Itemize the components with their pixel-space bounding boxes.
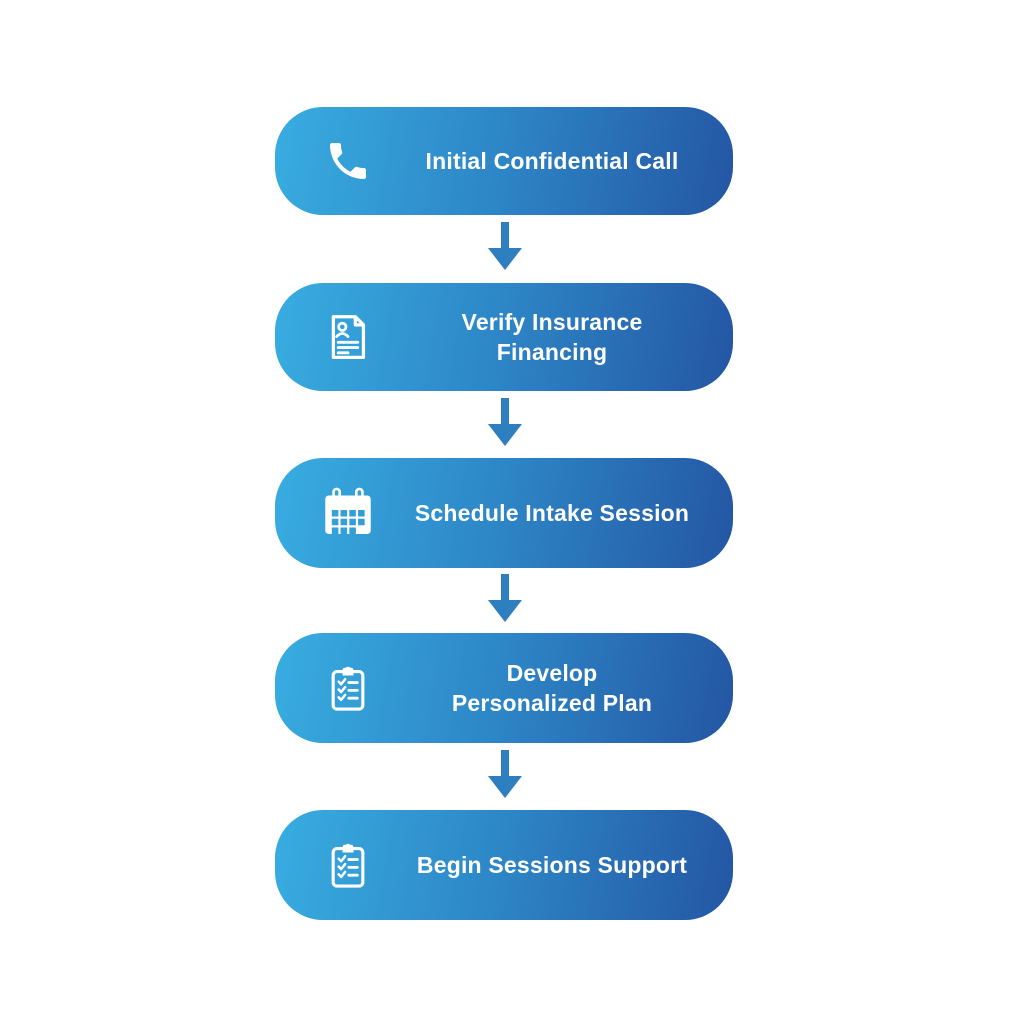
step-label: Begin Sessions Support <box>416 852 688 878</box>
down-arrow-icon <box>488 574 522 622</box>
step-label: Schedule Intake Session <box>414 500 690 526</box>
flow-step-verify-insurance: Verify Insurance Financing <box>275 283 733 391</box>
flow-step-schedule-intake: Schedule Intake Session <box>275 458 733 568</box>
down-arrow-icon <box>488 750 522 798</box>
down-arrow-icon <box>488 398 522 446</box>
clipboard-checklist-icon <box>319 834 377 896</box>
down-arrow-icon <box>488 222 522 270</box>
step-label: Verify Insurance Financing <box>461 309 643 365</box>
step-label: Initial Confidential Call <box>425 148 679 174</box>
phone-icon <box>319 137 377 185</box>
calendar-icon <box>319 484 377 542</box>
step-label: Develop Personalized Plan <box>451 660 653 716</box>
clipboard-checklist-icon <box>319 657 377 719</box>
flow-step-initial-call: Initial Confidential Call <box>275 107 733 215</box>
insurance-document-icon <box>319 306 377 368</box>
flow-step-develop-plan: Develop Personalized Plan <box>275 633 733 743</box>
flow-step-begin-sessions: Begin Sessions Support <box>275 810 733 920</box>
